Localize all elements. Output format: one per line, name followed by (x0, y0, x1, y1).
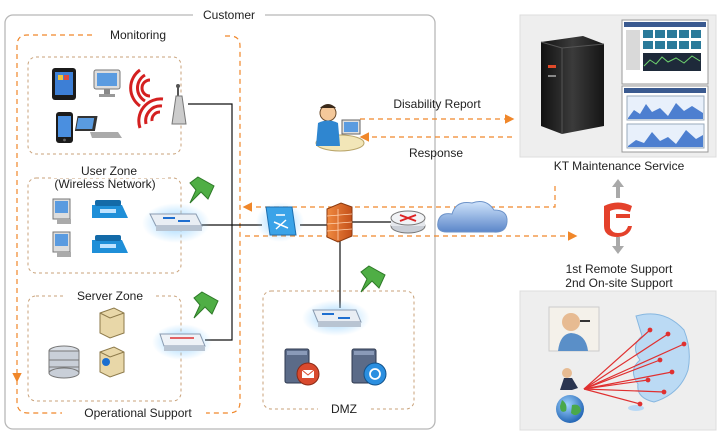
globe-icon (556, 395, 584, 423)
support-line1: 1st Remote Support (565, 262, 673, 276)
cloud-icon (437, 201, 508, 233)
kt-logo-icon (604, 179, 632, 254)
support-loop (12, 34, 241, 418)
pc-icon (52, 198, 71, 224)
pc-icon (52, 231, 71, 257)
network-lines (188, 103, 392, 341)
kt-maintenance-label: KT Maintenance Service (553, 159, 685, 173)
monitoring-screen-icon (621, 85, 709, 153)
switch-icon (142, 203, 210, 243)
wifi-signal-icon (129, 68, 164, 129)
switch-icon (256, 202, 304, 242)
tablet-icon (52, 68, 76, 100)
operator-icon (315, 104, 365, 152)
database-icon (48, 345, 80, 379)
switch-icon (302, 300, 370, 336)
monitoring-label: Monitoring (98, 28, 178, 42)
mainframe-icon (540, 36, 605, 134)
smartphone-icon (56, 112, 73, 143)
pushpin-icon (193, 291, 219, 319)
support-person-icon (548, 306, 600, 352)
mobile-zone-box (27, 56, 182, 155)
dmz-box (262, 290, 415, 410)
ip-phone-icon (92, 235, 128, 253)
access-point-icon (171, 84, 187, 125)
disability-report-label: Disability Report (393, 97, 481, 111)
mail-server-icon (284, 348, 320, 386)
operational-support-label: Operational Support (70, 406, 206, 420)
switch-icon (152, 324, 212, 360)
support-line2: 2nd On-site Support (565, 276, 673, 290)
web-server-icon (351, 348, 387, 386)
support-person-icon (560, 368, 578, 390)
server-icon (99, 307, 125, 339)
monitoring-screen-icon (621, 19, 709, 85)
firewall-icon (326, 202, 353, 243)
server-zone-title: Server Zone (66, 289, 154, 303)
pushpin-icon (189, 176, 215, 204)
router-icon (390, 210, 426, 234)
server-icon (99, 346, 125, 378)
laptop-icon (74, 116, 122, 138)
user-zone-subtitle: (Wireless Network) (54, 177, 156, 191)
user-zone-title: User Zone (53, 164, 165, 178)
pushpin-icon (360, 265, 386, 293)
response-label: Response (408, 146, 464, 160)
dmz-title: DMZ (318, 402, 370, 416)
customer-title: Customer (193, 8, 265, 22)
monitor-icon (93, 69, 121, 97)
ip-phone-icon (92, 200, 128, 218)
support-arrows (583, 327, 687, 407)
